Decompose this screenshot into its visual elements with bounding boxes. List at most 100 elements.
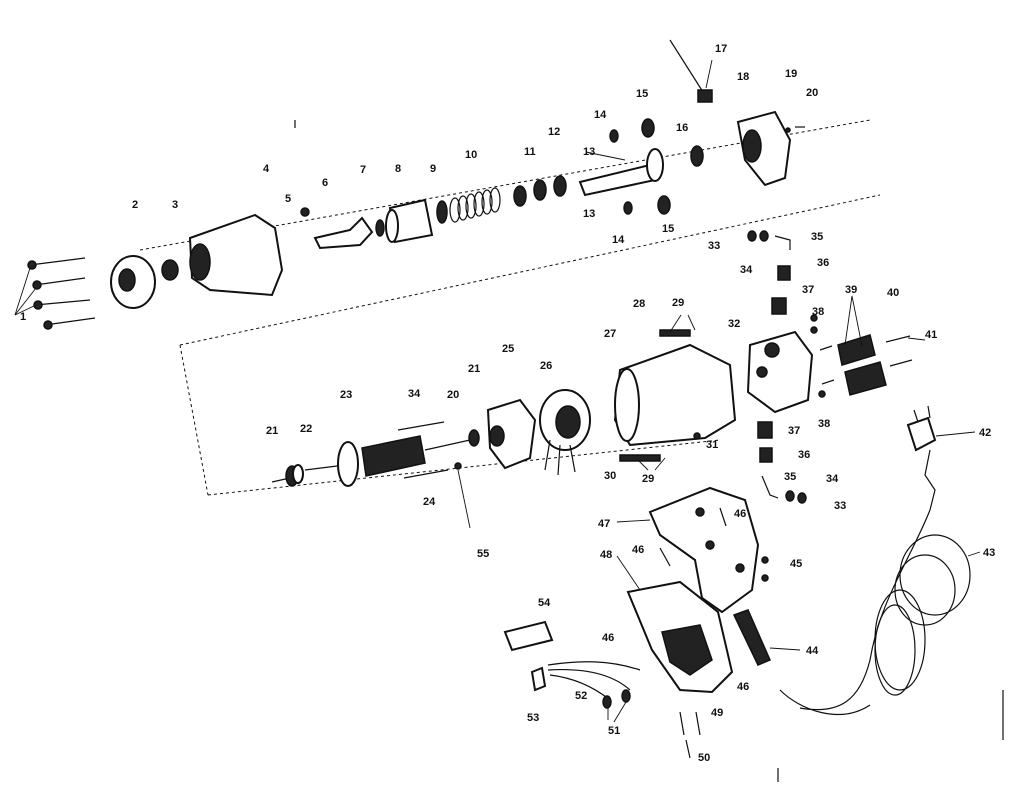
callout-6: 6 [322,177,328,189]
callout-42: 42 [979,427,991,439]
screw-50 [685,739,691,759]
callout-47: 47 [598,518,610,530]
plug-42 [906,416,937,452]
pin-14-top [609,129,619,143]
screw-45 [761,556,769,564]
callout-46-b: 46 [632,544,644,556]
callout-43: 43 [983,547,995,559]
bearing-15-bottom [657,195,671,215]
callout-53: 53 [527,712,539,724]
callout-21-right: 21 [468,363,480,375]
connector-line [179,344,209,496]
callout-33-bottom: 33 [834,500,846,512]
callout-31: 31 [706,439,718,451]
callout-32: 32 [728,318,740,330]
callout-21-left: 21 [266,425,278,437]
callout-55: 55 [477,548,489,560]
callout-17: 17 [715,43,727,55]
callout-52: 52 [575,690,587,702]
bearing-15-top [641,118,655,138]
callout-34-mid: 34 [408,388,421,400]
callout-13-bottom: 13 [583,208,595,220]
bearing-3 [161,259,179,281]
callout-9: 9 [430,163,436,175]
terminal-40 [844,361,887,396]
wires-52 [547,661,641,671]
terminal-51 [602,695,612,709]
callout-11: 11 [524,146,536,158]
screw-46-b [719,507,727,527]
callout-39: 39 [845,284,857,296]
chuck-key-17 [669,39,704,93]
washer-9 [436,200,448,224]
cap-33-lower [785,490,795,502]
callout-20-mid: 20 [447,389,459,401]
holder-37-lower [757,421,773,439]
callout-22: 22 [300,423,312,435]
gear-housing-4 [188,213,284,297]
fan-25 [486,398,537,470]
screw-38 [810,314,818,322]
screw-41 [885,335,911,343]
callout-46-c: 46 [602,632,614,644]
callout-46-d: 46 [737,681,749,693]
armature-23 [361,435,426,477]
ring-7 [375,219,385,237]
bearing-16 [690,145,704,167]
callout-49: 49 [711,707,723,719]
screw-46-a [659,547,671,567]
spring-35-lower [761,475,779,499]
callout-10: 10 [465,149,477,161]
callout-4: 4 [263,163,270,175]
callout-38-top: 38 [812,306,824,318]
plate-28 [659,329,691,337]
callout-15-top: 15 [636,88,648,100]
upper-axis-line-2 [179,194,881,346]
screw-31 [693,432,701,440]
callout-34-top: 34 [740,264,753,276]
callout-40: 40 [887,287,899,299]
screw-38-lower [818,390,826,398]
callout-14-bottom: 14 [612,234,625,246]
callout-23: 23 [340,389,352,401]
washer-11 [513,185,527,207]
callout-29-bottom: 29 [642,473,654,485]
callout-36-bottom: 36 [798,449,810,461]
callout-26: 26 [540,360,552,372]
callout-30: 30 [604,470,616,482]
callout-34-bottom: 34 [826,473,839,485]
callout-20: 20 [806,87,818,99]
callout-14-top: 14 [594,109,607,121]
callout-29-top: 29 [672,297,684,309]
callout-2: 2 [132,199,138,211]
cord-43 [799,509,931,711]
shaft-6 [313,216,374,250]
callout-5: 5 [285,193,291,205]
switch-44 [732,609,771,666]
screw-49 [679,711,685,736]
connector-53 [530,666,547,692]
washer-5 [300,207,310,217]
lower-axis-line [207,439,721,496]
spring-10 [449,187,501,223]
callout-46-a: 46 [734,508,746,520]
callout-labels: 1 2 3 4 5 6 7 8 9 10 11 12 13 13 14 14 1… [20,43,995,764]
pin-55 [454,462,462,470]
callout-1: 1 [20,311,26,323]
pin-14-bottom [623,201,633,215]
leader-lines [457,59,981,723]
switch-block-54 [503,620,554,652]
cord-end [924,449,936,511]
callout-48: 48 [600,549,612,561]
callout-33-top: 33 [708,240,720,252]
spring-35 [774,235,791,250]
callout-37-top: 37 [802,284,814,296]
callout-15-bottom: 15 [662,223,674,235]
callout-3: 3 [172,199,178,211]
callout-16: 16 [676,122,688,134]
plate-30 [619,454,661,462]
callout-50: 50 [698,752,710,764]
screws-1 [14,257,96,330]
